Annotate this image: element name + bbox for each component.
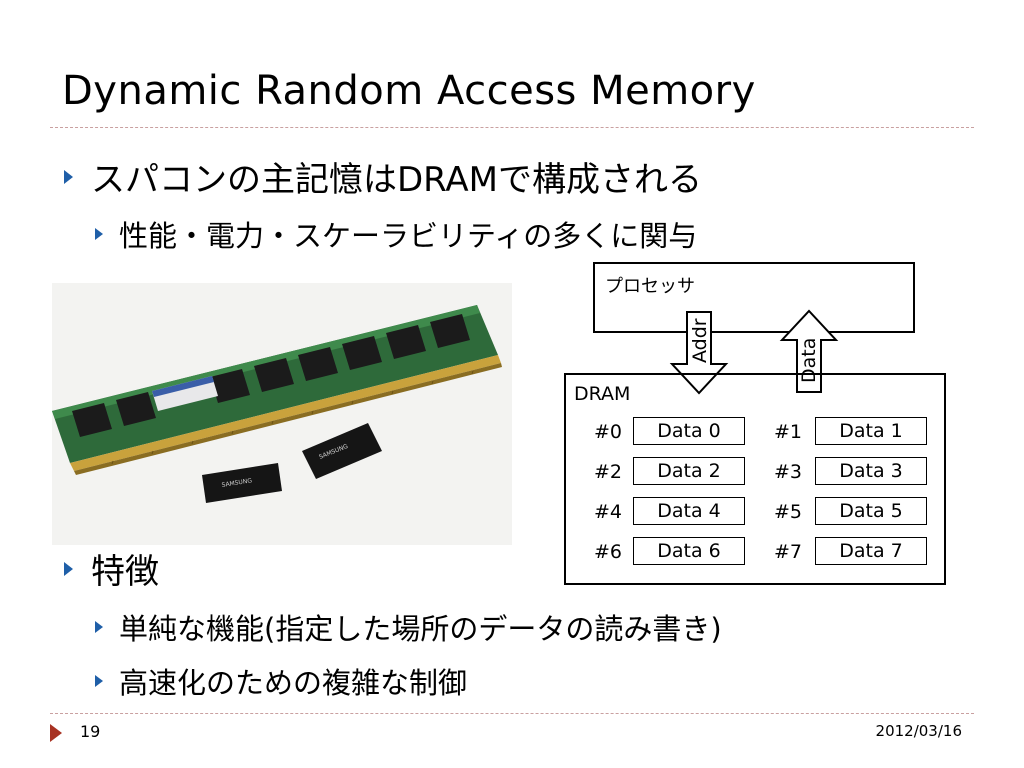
data-arrow-icon: [779, 309, 839, 393]
memory-cell-0: Data 0: [633, 417, 745, 445]
bullet-text: 高速化のための複雑な制御: [119, 666, 468, 700]
ram-module-photo: SAMSUNG SAMSUNG: [52, 283, 512, 545]
address-6: #6: [594, 541, 623, 563]
bullet-triangle-icon: [64, 561, 73, 576]
processor-box: プロセッサ: [593, 262, 915, 333]
bullet-triangle-icon: [95, 621, 103, 633]
footer-marker-icon: [50, 724, 62, 742]
dram-box: DRAM #0 Data 0 #1 Data 1 #2 Data 2 #3 Da…: [564, 373, 946, 585]
bullet-performance: 性能・電力・スケーラビリティの多くに関与: [95, 213, 697, 255]
title-divider: [50, 127, 974, 128]
bullet-triangle-icon: [95, 675, 103, 687]
bullet-text: 単純な機能(指定した場所のデータの読み書き): [119, 612, 722, 646]
slide-date: 2012/03/16: [875, 722, 962, 740]
memory-cell-1: Data 1: [815, 417, 927, 445]
bullet-text: 特徴: [91, 552, 159, 592]
memory-cell-7: Data 7: [815, 537, 927, 565]
address-1: #1: [774, 421, 803, 443]
address-0: #0: [594, 421, 623, 443]
address-4: #4: [594, 501, 623, 523]
bullet-complex-control: 高速化のための複雑な制御: [95, 660, 467, 702]
bullet-triangle-icon: [95, 228, 103, 240]
memory-cell-2: Data 2: [633, 457, 745, 485]
memory-cell-6: Data 6: [633, 537, 745, 565]
bullet-triangle-icon: [64, 169, 73, 184]
memory-cell-3: Data 3: [815, 457, 927, 485]
address-2: #2: [594, 461, 623, 483]
addr-label: Addr: [689, 318, 711, 363]
footer-divider: [50, 713, 974, 714]
slide-title: Dynamic Random Access Memory: [62, 68, 756, 114]
bullet-simple-function: 単純な機能(指定した場所のデータの読み書き): [95, 606, 722, 648]
bullet-text: スパコンの主記憶はDRAMで構成される: [91, 160, 703, 200]
address-3: #3: [774, 461, 803, 483]
address-7: #7: [774, 541, 803, 563]
dram-label: DRAM: [574, 383, 631, 405]
memory-cell-4: Data 4: [633, 497, 745, 525]
memory-cell-5: Data 5: [815, 497, 927, 525]
bullet-text: 性能・電力・スケーラビリティの多くに関与: [119, 219, 698, 253]
page-number: 19: [80, 722, 101, 741]
chip-brand-text: SAMSUNG: [221, 477, 253, 489]
processor-label: プロセッサ: [605, 276, 695, 297]
addr-arrow-icon: [669, 311, 729, 395]
bullet-features: 特徴: [64, 544, 159, 593]
bullet-dram-main: スパコンの主記憶はDRAMで構成される: [64, 152, 702, 201]
address-5: #5: [774, 501, 803, 523]
